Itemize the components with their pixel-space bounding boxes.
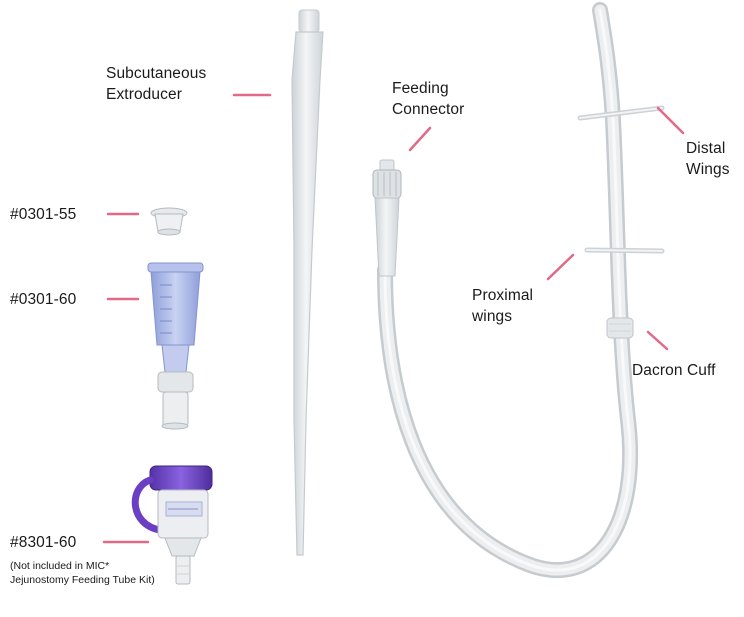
label-dacron-cuff: Dacron Cuff [632, 360, 716, 381]
label-line: Wings [686, 159, 730, 180]
label-line: wings [472, 306, 533, 327]
label-distal-wings: Distal Wings [686, 138, 730, 180]
leader-dacron-cuff [648, 332, 667, 349]
label-line: Connector [392, 99, 464, 120]
feeding-connector-part [373, 160, 401, 276]
label-line: Subcutaneous [106, 63, 206, 84]
leader-feeding-connector [410, 128, 430, 150]
label-line: Distal [686, 138, 730, 159]
part-0301-55-cap [151, 208, 187, 235]
leader-proximal-wings [548, 255, 573, 279]
subcutaneous-extroducer-part [292, 10, 323, 555]
label-part-8301-60: #8301-60 [10, 532, 76, 553]
label-kit-note: (Not included in MIC* Jejunostomy Feedin… [10, 559, 155, 587]
label-part-0301-55: #0301-55 [10, 204, 76, 225]
note-line: (Not included in MIC* [10, 559, 155, 573]
proximal-wings-part [587, 250, 662, 251]
part-0301-60-adapter [148, 263, 203, 429]
leader-distal-wings [658, 108, 683, 133]
label-feeding-connector: Feeding Connector [392, 78, 464, 120]
label-line: Feeding [392, 78, 464, 99]
label-part-0301-60: #0301-60 [10, 289, 76, 310]
label-subcutaneous-extroducer: Subcutaneous Extroducer [106, 63, 206, 105]
label-proximal-wings: Proximal wings [472, 285, 533, 327]
label-line: Extroducer [106, 84, 206, 105]
dacron-cuff-part [607, 318, 633, 338]
label-line: Proximal [472, 285, 533, 306]
distal-wings-part [580, 108, 662, 118]
note-line: Jejunostomy Feeding Tube Kit) [10, 573, 155, 587]
